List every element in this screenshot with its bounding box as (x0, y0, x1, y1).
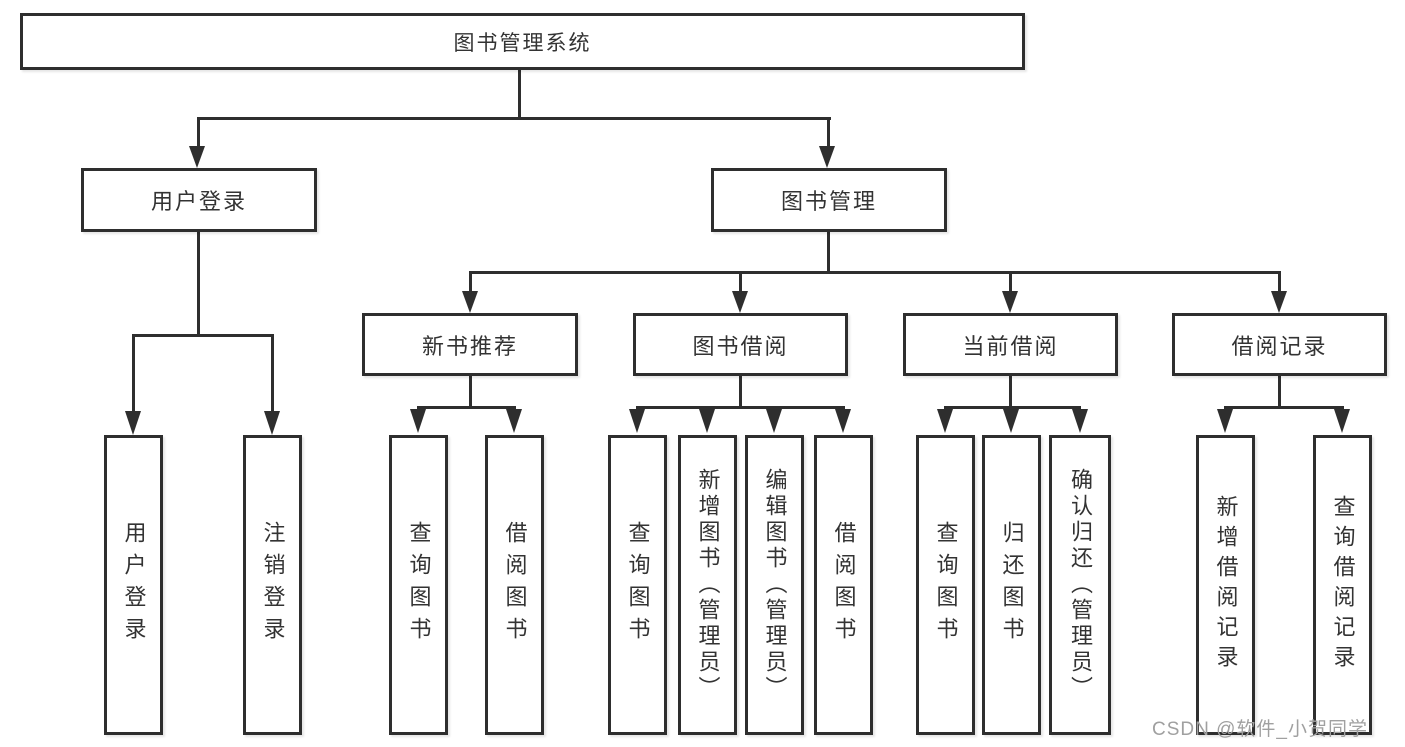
arrowhead-into-leaf-br-query-icon (1334, 409, 1350, 433)
node-sec-book-borrow-label: 图书借阅 (692, 333, 789, 359)
leaf-bb-edit-books-admin: 编辑图书（管理员） (745, 435, 804, 735)
edge-sec-records-shaft (1278, 271, 1281, 293)
leaf-cb-confirm-return-admin: 确认归还（管理员） (1049, 435, 1111, 735)
arrowhead-into-leaf-cb-return-icon (1003, 409, 1019, 433)
edge-user-children-hbar (132, 334, 274, 337)
arrowhead-into-leaf-logout-icon (264, 411, 280, 435)
leaf-br-query-record-label: 查询借阅记录 (1330, 495, 1356, 675)
node-sec-borrow-records: 借阅记录 (1172, 313, 1387, 376)
node-sec-book-borrow: 图书借阅 (633, 313, 848, 376)
edge-sec-current-shaft (1009, 271, 1012, 293)
arrowhead-into-sec-records-icon (1271, 291, 1287, 313)
node-user-login-group: 用户登录 (81, 168, 317, 232)
edge-sec-borrow-shaft (739, 271, 742, 293)
node-sec-new-book-rec: 新书推荐 (362, 313, 578, 376)
csdn-watermark: CSDN @软件_小贺同学 (1152, 719, 1368, 740)
leaf-cb-query-books: 查询图书 (916, 435, 975, 735)
leaf-bb-add-books-admin: 新增图书（管理员） (678, 435, 737, 735)
leaf-logout-label: 注销登录 (260, 521, 286, 649)
arrowhead-into-leaf-rec-borrow-icon (506, 409, 522, 433)
node-sec-new-book-rec-label: 新书推荐 (421, 333, 518, 359)
edge-sec-newbook-shaft (469, 271, 472, 293)
leaf-cb-return-books-label: 归还图书 (999, 521, 1025, 649)
edge-sec-records-hbar (1224, 406, 1344, 409)
leaf-bb-add-books-admin-label: 新增图书（管理员） (695, 468, 721, 702)
node-sec-borrow-records-label: 借阅记录 (1231, 333, 1328, 359)
leaf-br-add-record-label: 新增借阅记录 (1213, 495, 1239, 675)
edge-sec-current-hbar (944, 406, 1081, 409)
arrowhead-into-leaf-cb-confirm-icon (1072, 409, 1088, 433)
node-sec-current-borrow: 当前借阅 (903, 313, 1118, 376)
leaf-br-add-record: 新增借阅记录 (1196, 435, 1255, 735)
edge-level3-hbar (469, 271, 1281, 274)
arrowhead-into-leaf-bb-query-icon (629, 409, 645, 433)
arrowhead-into-leaf-bb-add-icon (699, 409, 715, 433)
leaf-rec-query-books-label: 查询图书 (406, 521, 432, 649)
leaf-logout: 注销登录 (243, 435, 302, 735)
leaf-bb-query-books: 查询图书 (608, 435, 667, 735)
edge-leaf-user-login-shaft (132, 334, 135, 413)
leaf-rec-query-books: 查询图书 (389, 435, 448, 735)
arrowhead-into-sec-borrow-icon (732, 291, 748, 313)
arrowhead-into-user-group-icon (189, 146, 205, 168)
leaf-user-login-label: 用户登录 (121, 521, 147, 649)
edge-user-group-shaft (197, 117, 200, 148)
edge-book-group-stem (827, 232, 830, 274)
arrowhead-into-leaf-bb-edit-icon (766, 409, 782, 433)
edge-sec-newbook-hbar (417, 406, 516, 409)
node-book-mgmt-group: 图书管理 (711, 168, 947, 232)
leaf-user-login: 用户登录 (104, 435, 163, 735)
leaf-bb-borrow-books-label: 借阅图书 (831, 521, 857, 649)
edge-book-group-shaft (827, 117, 830, 148)
edge-leaf-logout-shaft (271, 334, 274, 413)
edge-user-group-stem (197, 232, 200, 337)
edge-sec-borrow-stem (739, 376, 742, 409)
arrowhead-into-leaf-br-add-icon (1217, 409, 1233, 433)
leaf-bb-borrow-books: 借阅图书 (814, 435, 873, 735)
leaf-cb-confirm-return-admin-label: 确认归还（管理员） (1068, 468, 1093, 702)
edge-sec-newbook-stem (469, 376, 472, 409)
edge-sec-records-stem (1278, 376, 1281, 409)
edge-sec-current-stem (1009, 376, 1012, 409)
arrowhead-into-sec-current-icon (1002, 291, 1018, 313)
arrowhead-into-leaf-cb-query-icon (937, 409, 953, 433)
arrowhead-into-leaf-rec-query-icon (410, 409, 426, 433)
leaf-cb-query-books-label: 查询图书 (933, 521, 959, 649)
arrowhead-into-book-group-icon (819, 146, 835, 168)
leaf-bb-edit-books-admin-label: 编辑图书（管理员） (762, 468, 788, 702)
edge-level2-hbar (197, 117, 831, 120)
leaf-bb-query-books-label: 查询图书 (625, 521, 651, 649)
arrowhead-into-leaf-bb-borrow-icon (835, 409, 851, 433)
node-sec-current-borrow-label: 当前借阅 (962, 333, 1059, 359)
node-user-login-group-label: 用户登录 (150, 189, 247, 214)
leaf-rec-borrow-books-label: 借阅图书 (502, 521, 528, 649)
edge-sec-borrow-hbar (636, 406, 845, 409)
arrowhead-into-leaf-user-login-icon (125, 411, 141, 435)
node-book-mgmt-group-label: 图书管理 (780, 189, 877, 214)
node-root: 图书管理系统 (20, 13, 1025, 70)
leaf-rec-borrow-books: 借阅图书 (485, 435, 544, 735)
arrowhead-into-sec-newbook-icon (462, 291, 478, 313)
leaf-cb-return-books: 归还图书 (982, 435, 1041, 735)
node-root-label: 图书管理系统 (453, 31, 592, 55)
leaf-br-query-record: 查询借阅记录 (1313, 435, 1372, 735)
edge-root-stem (518, 68, 521, 118)
